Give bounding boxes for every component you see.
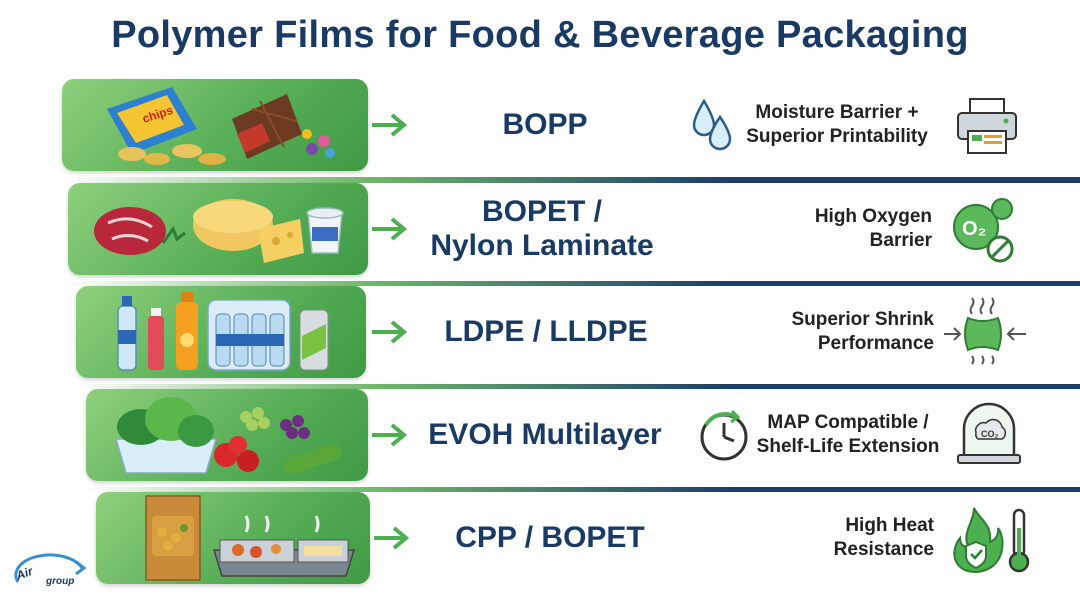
fresh-produce-icon bbox=[86, 389, 368, 481]
bottled-beverages-icon bbox=[76, 286, 366, 378]
film-name-line: BOPET / bbox=[481, 194, 602, 228]
page-title: Polymer Films for Food & Beverage Packag… bbox=[111, 14, 969, 56]
snacks-chips-chocolate-icon: chips bbox=[62, 79, 368, 171]
row-divider bbox=[66, 281, 1080, 287]
row-bopet-nylon: BOPET / Nylon Laminate High Oxygen Barri… bbox=[66, 183, 1080, 287]
property-line: Moisture Barrier + bbox=[755, 102, 919, 124]
air-group-logo: Air bbox=[13, 553, 87, 584]
property-line: High Heat bbox=[845, 515, 934, 537]
property-line: High Oxygen bbox=[814, 206, 932, 228]
property-line: Superior Printability bbox=[746, 126, 928, 147]
property-line: Shelf-Life Extension bbox=[756, 436, 940, 457]
film-name: LDPE / LLDPE bbox=[444, 314, 648, 348]
arrow-right-icon bbox=[372, 217, 408, 241]
oxygen-barrier-icon: O₂ bbox=[953, 198, 1014, 263]
film-name: BOPP bbox=[502, 107, 588, 141]
row-ldpe-lldpe: LDPE / LLDPE Superior Shrink Performance bbox=[74, 286, 1080, 390]
heat-resistance-icon bbox=[953, 507, 1030, 574]
logo-text-top: Air bbox=[13, 564, 36, 584]
property-line: Performance bbox=[817, 333, 934, 354]
arrow-right-icon bbox=[372, 423, 408, 447]
row-bopp: chips BOPP Moisture Barrier + Superior P… bbox=[60, 79, 1080, 183]
arrow-right-icon bbox=[374, 526, 410, 550]
property-line: Superior Shrink bbox=[791, 309, 934, 331]
o2-label: O₂ bbox=[962, 218, 986, 240]
film-name: BOPET / Nylon Laminate bbox=[412, 183, 672, 275]
ready-meals-icon bbox=[96, 492, 370, 584]
property-text: High Oxygen Barrier bbox=[726, 183, 932, 275]
modified-atmosphere-tray-icon: CO₂ bbox=[957, 402, 1021, 464]
co2-label: CO₂ bbox=[981, 429, 999, 439]
row-divider bbox=[60, 177, 1080, 183]
property-text: MAP Compatible / Shelf-Life Extension bbox=[748, 389, 948, 481]
meat-cheese-yogurt-icon bbox=[68, 183, 368, 275]
row-divider bbox=[84, 487, 1080, 493]
property-line: Resistance bbox=[833, 539, 934, 560]
film-name-line: Nylon Laminate bbox=[430, 229, 654, 262]
row-evoh-multilayer: EVOH Multilayer MAP Compatible / Shelf-L… bbox=[84, 389, 1080, 493]
film-name: EVOH Multilayer bbox=[428, 417, 662, 451]
property-text: Superior Shrink Performance bbox=[724, 286, 934, 378]
property-text: Moisture Barrier + Superior Printability bbox=[736, 79, 938, 171]
property-text: High Heat Resistance bbox=[734, 492, 934, 584]
property-line: MAP Compatible / bbox=[767, 412, 929, 434]
row-cpp-bopet: CPP / BOPET High Heat Resistance bbox=[94, 492, 1080, 588]
clock-icon bbox=[700, 409, 748, 461]
film-name: CPP / BOPET bbox=[455, 520, 645, 554]
arrow-right-icon bbox=[372, 320, 408, 344]
shrink-wrap-icon bbox=[944, 297, 1026, 365]
logo-text-bottom: group bbox=[46, 576, 75, 587]
water-drops-icon bbox=[692, 98, 732, 151]
printer-icon bbox=[957, 98, 1017, 154]
arrow-right-icon bbox=[372, 113, 408, 137]
property-line: Barrier bbox=[869, 230, 932, 251]
row-divider bbox=[74, 384, 1080, 390]
